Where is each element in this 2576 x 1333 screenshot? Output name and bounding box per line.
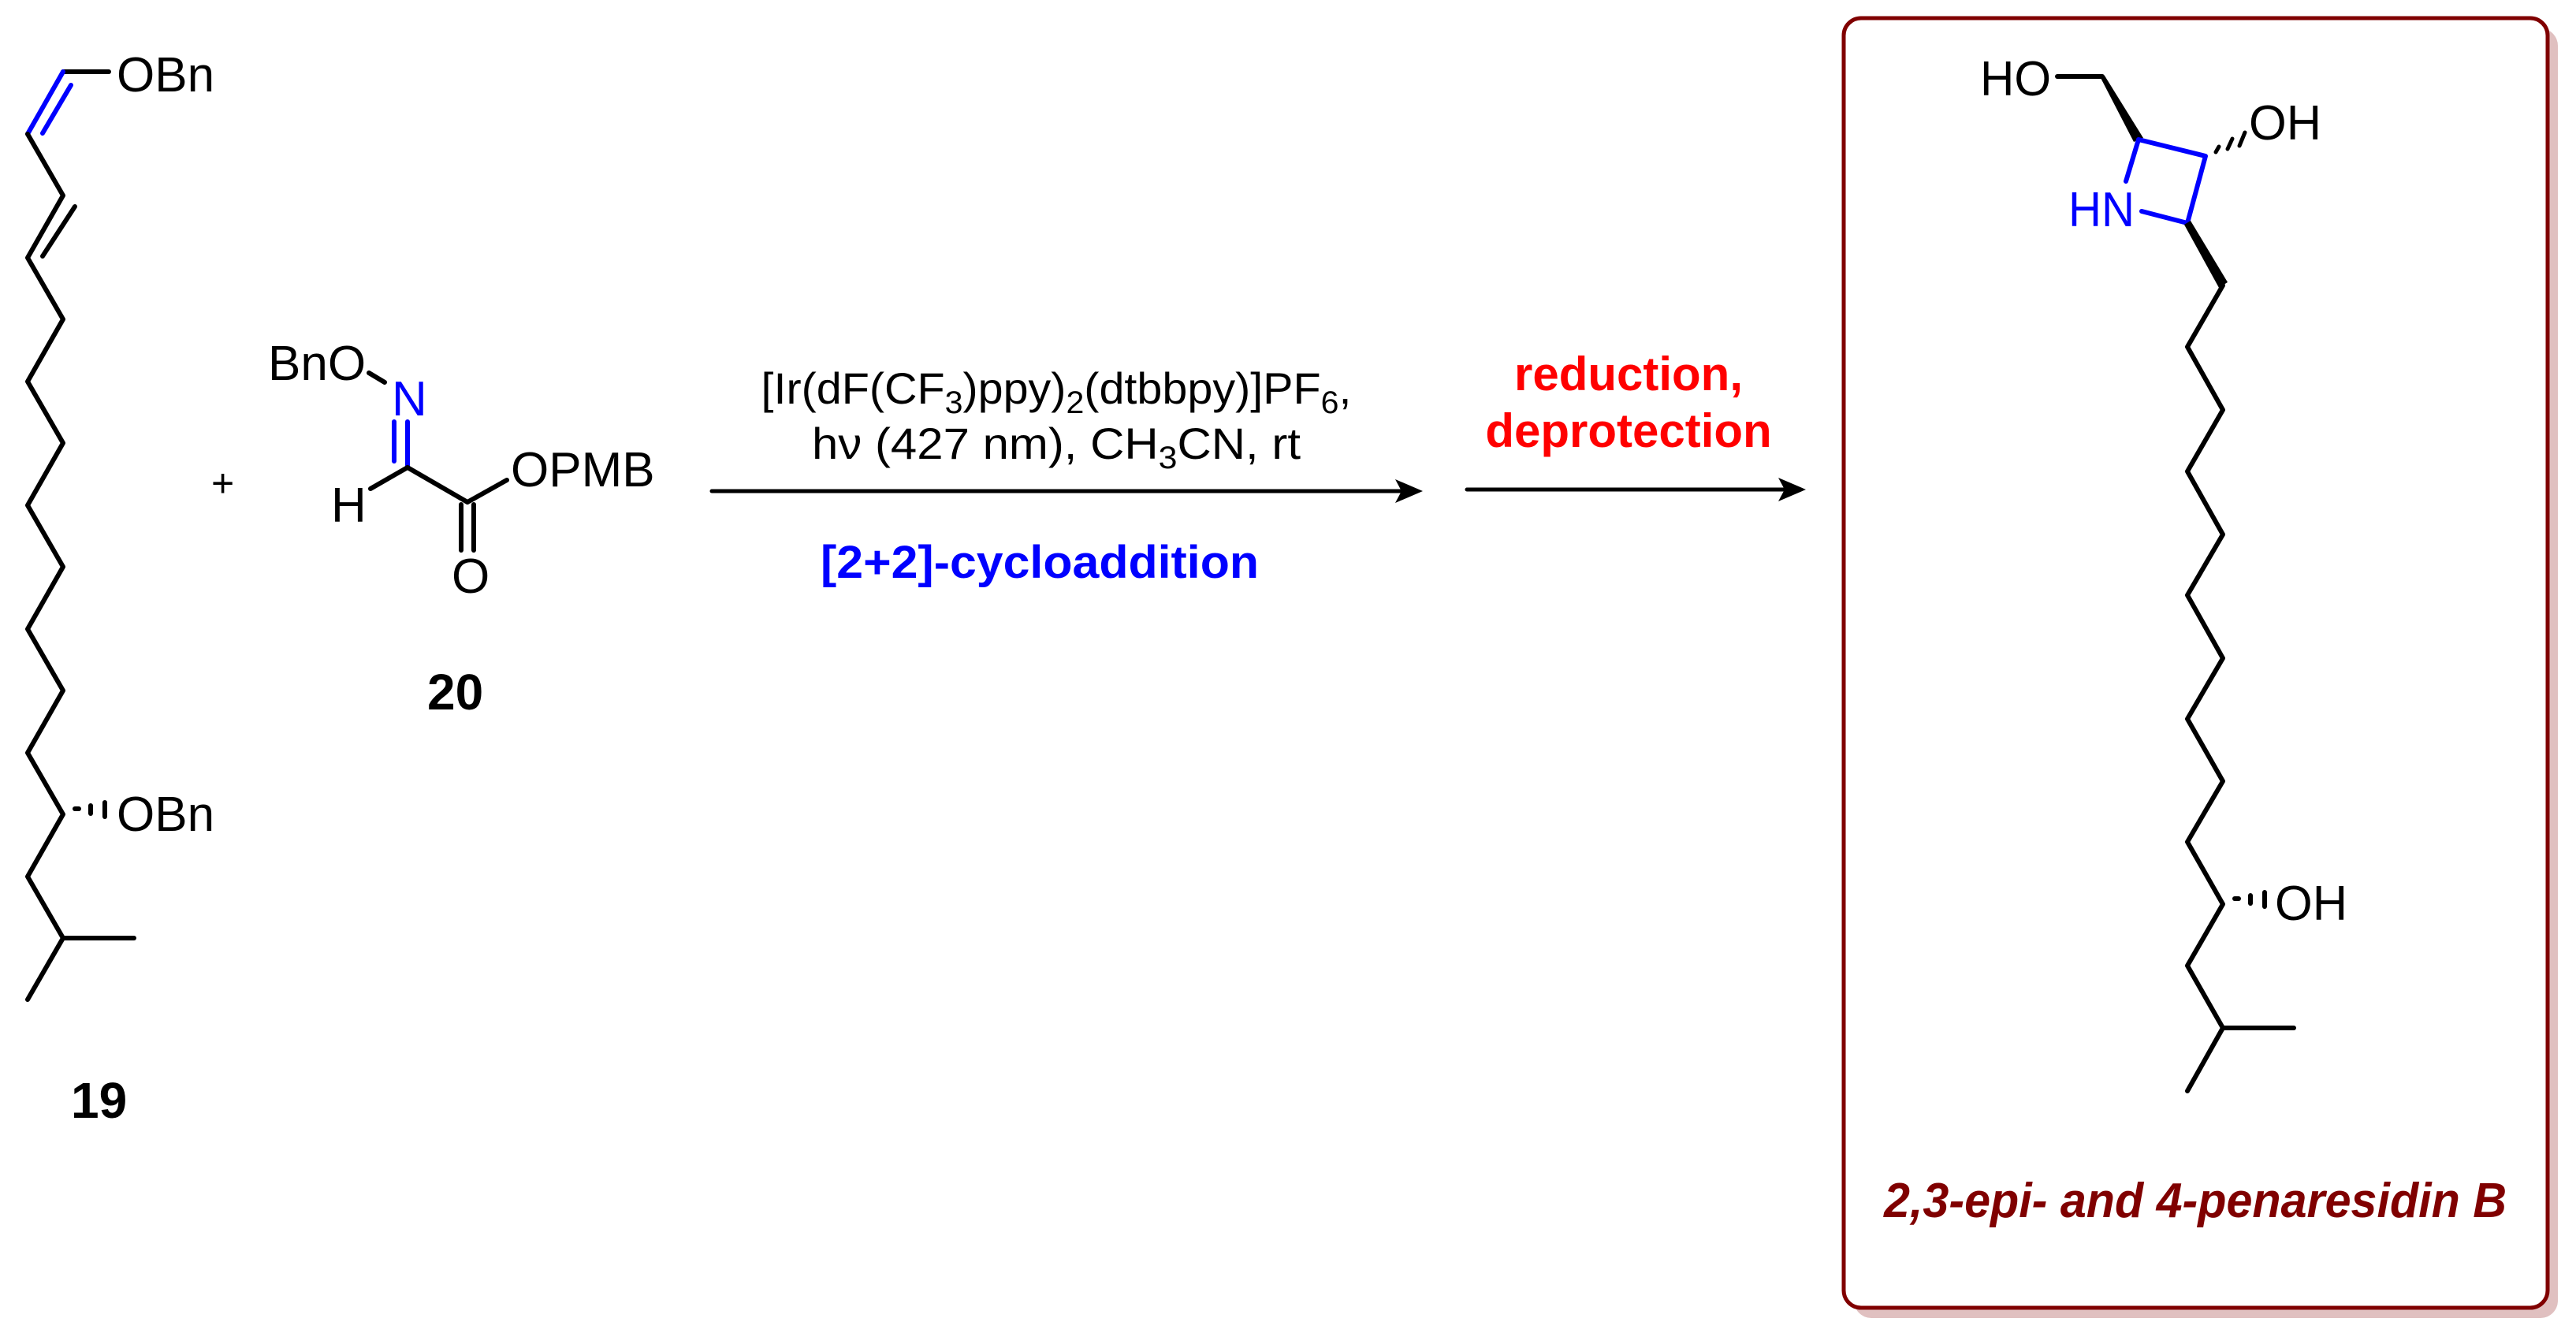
wedge-bond-c2 [2100,76,2143,142]
product-name: 2,3-epi- and 4-penaresidin B [1883,1174,2507,1228]
imine-n-label: N [392,372,427,426]
hn-label: HN [2068,183,2135,237]
carbonyl-o-label: O [452,549,490,604]
obn-top-label: OBn [117,48,214,102]
ho-top-label: HO [1980,52,2051,106]
obn-mid-label: OBn [117,788,214,842]
hashed-bond [73,800,107,819]
c-h-bond [368,465,410,491]
alkyl-chain [25,132,65,1002]
arrow-head-1 [1395,479,1423,503]
h-label: H [331,478,367,533]
hashed-bond-c3 [2213,130,2247,155]
alkyl-chain-product [2185,283,2225,1093]
azetidine-ring [2124,137,2208,225]
opmb-label: OPMB [511,443,655,497]
c-c-bond [405,465,470,505]
reaction-step-2: reduction, deprotection [1465,348,1806,501]
plus-sign: + [211,461,234,505]
wedge-bond-c4 [2184,221,2228,288]
oh-chain-label: OH [2275,877,2347,931]
reaction-type-label: [2+2]-cycloaddition [821,537,1259,588]
e-double-bond-inner [40,204,77,259]
compound-20: BnO N H OPMB O 20 [268,337,655,720]
arrow-head-2 [1778,478,1806,501]
z-double-bond [25,69,65,136]
step-2-line-1: reduction, [1514,348,1743,400]
box-frame [1841,16,2550,1310]
hashed-bond-chain [2232,890,2267,909]
c-o-ester-bond [465,478,509,505]
product-structure: HO HN OH OH [1980,52,2347,1093]
z-double-bond-inner [40,83,73,136]
oh-ring-label: OH [2249,96,2321,151]
compound-19: OBn OBn 19 [25,48,214,1129]
product-box [1841,16,2558,1318]
bno-label: BnO [268,337,366,391]
step-2-line-2: deprotection [1485,404,1771,457]
compound-label-20: 20 [427,664,483,720]
compound-label-19: 19 [71,1072,127,1129]
o-n-bond [367,370,387,385]
